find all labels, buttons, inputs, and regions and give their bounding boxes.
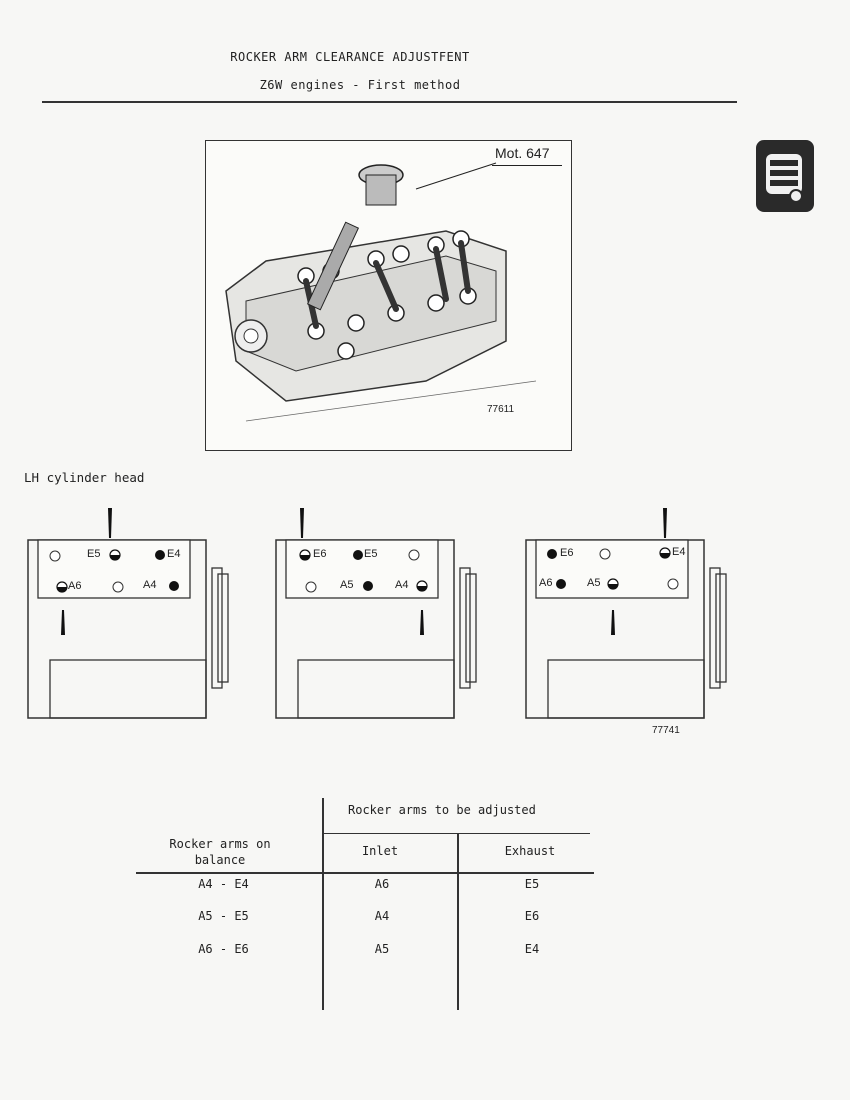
table-header-inlet: Inlet — [361, 844, 399, 858]
table-row: A4 - E4 A6 E5 — [136, 877, 594, 897]
label-a4: A4 — [143, 579, 157, 591]
table-row: A6 - E6 A5 E4 — [136, 942, 594, 962]
table-header-balance: Rocker arms on balance — [169, 837, 271, 867]
cell-balance: A6 - E6 — [198, 942, 249, 956]
table-vline-right — [457, 834, 459, 1010]
label-e5: E5 — [364, 548, 378, 560]
label-e6: E6 — [560, 547, 574, 559]
label-e4: E4 — [672, 546, 686, 558]
section-label: LH cylinder head — [24, 470, 145, 485]
page-title: ROCKER ARM CLEARANCE ADJUSTFENT — [230, 50, 470, 64]
figure-reference: 77611 — [487, 404, 515, 415]
label-e5: E5 — [87, 548, 101, 560]
cell-inlet: A4 — [374, 909, 390, 923]
label-a4: A4 — [395, 579, 409, 591]
header-rule — [42, 101, 737, 103]
table-header-rule — [136, 872, 594, 874]
cell-exhaust: E4 — [524, 942, 540, 956]
label-a6: A6 — [68, 580, 82, 592]
table-row: A5 - E5 A4 E6 — [136, 909, 594, 929]
figure-reference: 77741 — [652, 725, 680, 736]
label-a5: A5 — [587, 577, 601, 589]
table-group-header: Rocker arms to be adjusted — [348, 803, 536, 817]
tool-label-underline — [492, 165, 562, 166]
cell-inlet: A6 — [374, 877, 390, 891]
page-subtitle: Z6W engines - First method — [259, 78, 461, 92]
label-a6: A6 — [539, 577, 553, 589]
tool-label: Mot. 647 — [495, 145, 550, 161]
table-header-exhaust: Exhaust — [504, 844, 556, 858]
cell-inlet: A5 — [374, 942, 390, 956]
label-e4: E4 — [167, 548, 181, 560]
table-vline-left — [322, 798, 324, 1010]
cell-balance: A4 - E4 — [198, 877, 249, 891]
cell-balance: A5 - E5 — [198, 909, 249, 923]
cylinder-head-diagrams: E5 E4 A6 A4 E6 E5 A5 A4 E6 E4 A6 A5 7774… — [20, 500, 740, 745]
cell-exhaust: E5 — [524, 877, 540, 891]
label-a5: A5 — [340, 579, 354, 591]
label-e6: E6 — [313, 548, 327, 560]
engine-illustration: Mot. 647 77611 — [205, 140, 572, 451]
cell-exhaust: E6 — [524, 909, 540, 923]
engine-icon — [756, 140, 814, 212]
table-group-rule — [322, 833, 590, 835]
